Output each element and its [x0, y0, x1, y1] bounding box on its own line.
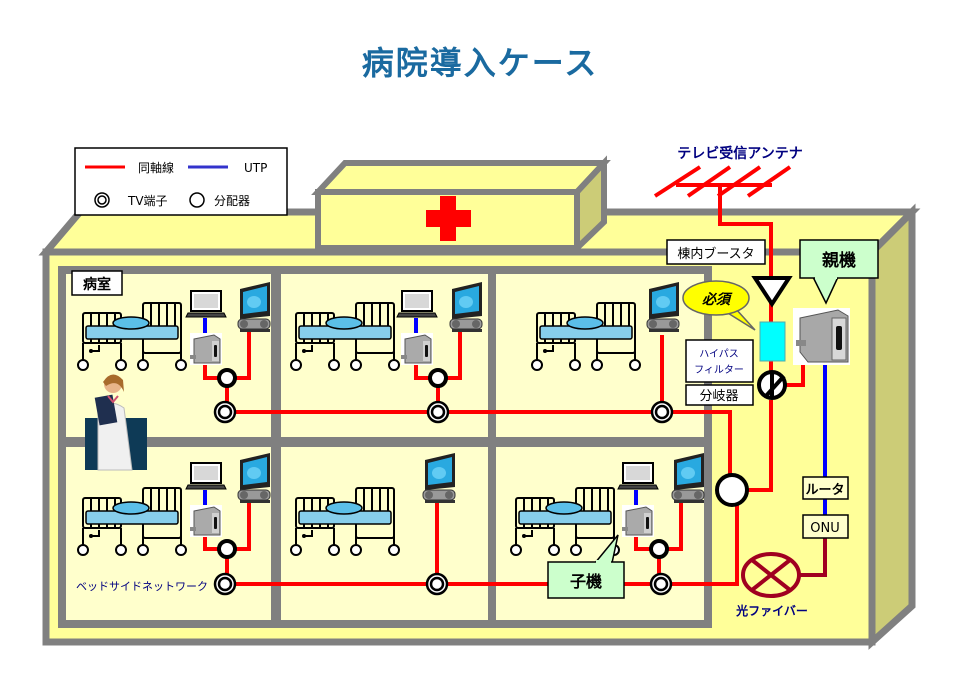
- svg-text:必須: 必須: [702, 291, 733, 308]
- splitter-icon: [217, 368, 237, 388]
- svg-text:病室: 病室: [83, 276, 111, 293]
- splitter-icon: [428, 368, 448, 388]
- branch-icon: [757, 370, 787, 400]
- svg-text:同軸線: 同軸線: [138, 160, 174, 175]
- tv-outlet-icon: [649, 572, 673, 596]
- main-splitter-icon: [715, 473, 749, 507]
- modem-icon: [621, 504, 655, 538]
- tv-icon: [237, 281, 271, 333]
- rooftop-box: [311, 155, 611, 256]
- room-lower-1: [66, 447, 271, 620]
- svg-text:ハイパス: ハイパス: [699, 348, 739, 360]
- booster-label: 棟内ブースタ: [666, 239, 766, 265]
- branch-label: 分岐器: [685, 384, 754, 406]
- tv-icon: [449, 281, 483, 333]
- svg-text:棟内ブースタ: 棟内ブースタ: [677, 246, 754, 262]
- tv-icon: [671, 452, 705, 504]
- svg-text:UTP: UTP: [244, 161, 267, 175]
- legend-tv-outlet-icon: [94, 192, 110, 208]
- tv-outlet-icon: [426, 400, 450, 424]
- master-unit-icon: [793, 308, 850, 365]
- tv-outlet-icon: [213, 400, 237, 424]
- laptop-icon: [185, 462, 227, 490]
- legend: 同軸線 UTP TV端子 分配器: [74, 147, 288, 216]
- tv-icon: [422, 452, 456, 504]
- doctor-icon: [85, 374, 147, 471]
- onu-box: ONU: [802, 514, 849, 539]
- master-unit-callout: 親機: [799, 239, 879, 305]
- fiber-line: [800, 538, 827, 577]
- antenna-label: テレビ受信アンテナ: [677, 145, 802, 162]
- red-cross-icon: [426, 196, 471, 241]
- splitter-icon: [649, 539, 669, 559]
- rooms: [66, 274, 704, 620]
- coax-upper-feeder: [225, 410, 732, 490]
- tv-icon: [646, 281, 680, 333]
- coax-lower-feeder: [225, 490, 739, 586]
- svg-text:フィルター: フィルター: [694, 364, 744, 376]
- antenna-icon: [653, 165, 792, 198]
- highpass-filter-label: ハイパス フィルター: [685, 339, 754, 383]
- svg-text:子機: 子機: [570, 572, 602, 591]
- svg-text:ルータ: ルータ: [805, 483, 844, 498]
- coax-branch-to-splitter: [748, 400, 773, 492]
- svg-text:分岐器: 分岐器: [699, 389, 738, 404]
- splitter-icon: [217, 539, 237, 559]
- modem-icon: [400, 332, 434, 366]
- tv-outlet-icon: [213, 572, 237, 596]
- router-box: ルータ: [802, 476, 849, 500]
- svg-text:分配器: 分配器: [214, 194, 250, 208]
- svg-text:TV端子: TV端子: [127, 194, 168, 208]
- modem-icon: [189, 332, 223, 366]
- coax-antenna-feed: [718, 185, 773, 278]
- tv-icon: [237, 452, 271, 504]
- svg-text:ONU: ONU: [810, 521, 839, 536]
- laptop-icon: [396, 290, 438, 318]
- slave-unit-callout: 子機: [547, 534, 625, 599]
- legend-splitter-icon: [189, 192, 205, 208]
- required-callout: 必須: [682, 280, 756, 331]
- room-label: 病室: [71, 270, 123, 296]
- svg-text:親機: 親機: [822, 250, 856, 271]
- highpass-filter-icon: [759, 321, 786, 362]
- page-title: 病院導入ケース: [361, 44, 599, 82]
- tv-outlet-icon: [650, 400, 674, 424]
- modem-icon: [189, 504, 223, 538]
- bedside-network-label: ベッドサイドネットワーク: [76, 580, 208, 593]
- tv-outlet-icon: [425, 572, 449, 596]
- optical-fiber-label: 光ファイバー: [735, 603, 808, 618]
- laptop-icon: [185, 290, 227, 318]
- optical-fiber-icon: [741, 552, 801, 598]
- laptop-icon: [617, 462, 659, 490]
- booster-icon: [751, 276, 793, 308]
